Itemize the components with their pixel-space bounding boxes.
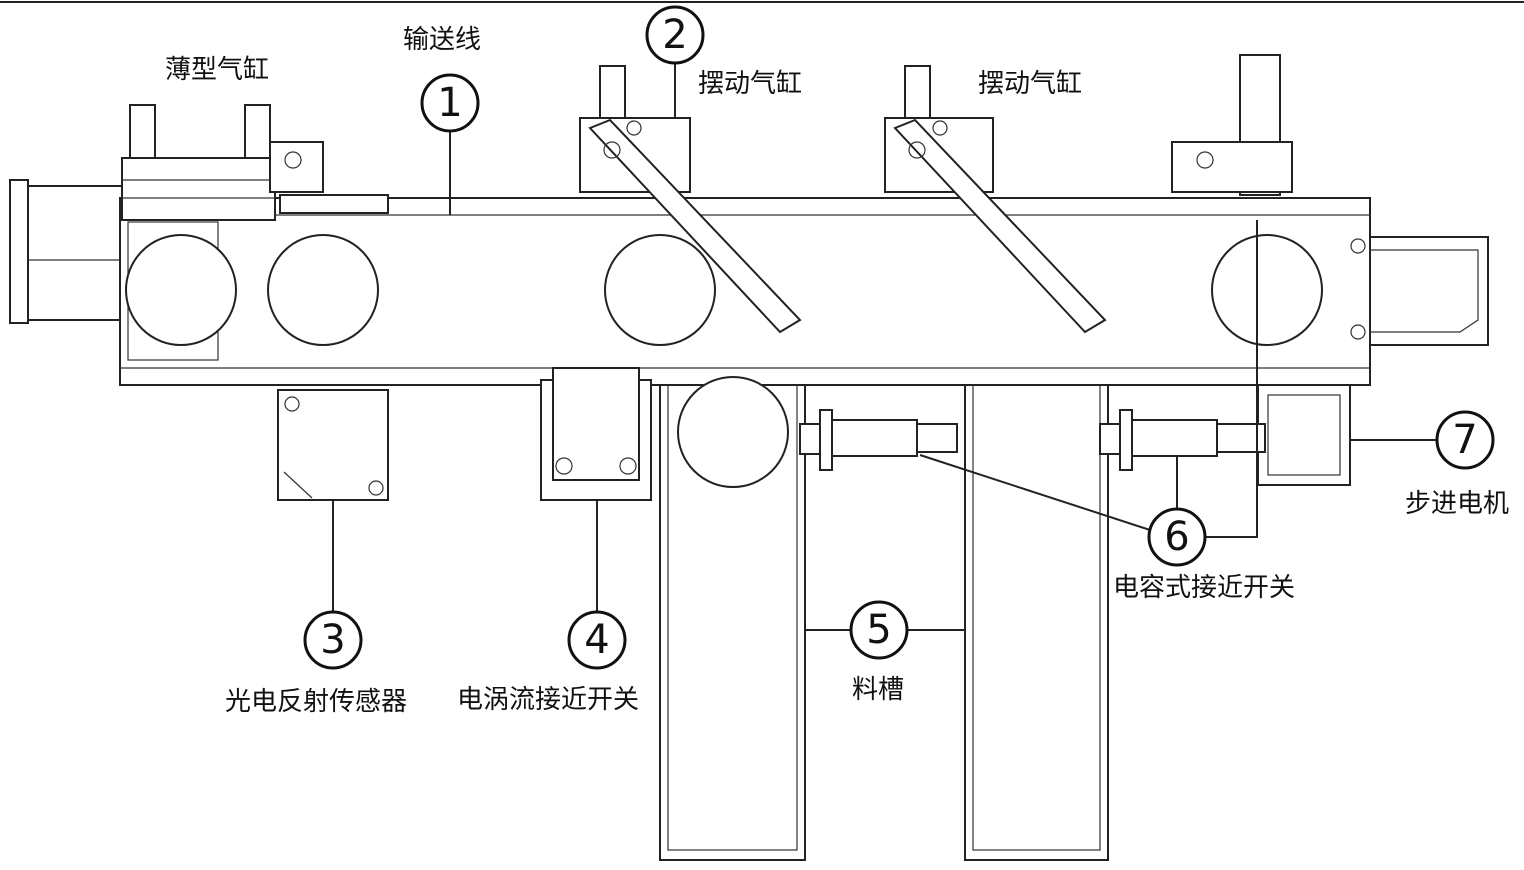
capacitive-switch-1 [799, 409, 958, 471]
thin-cylinder [121, 104, 324, 221]
eddy-current-switch [540, 367, 652, 501]
callout-2: 2 [645, 5, 705, 65]
stepper-motor [1257, 382, 1351, 486]
callout-6: 6 [1147, 507, 1207, 567]
svg-text:3: 3 [320, 617, 345, 663]
label-conveyor: 输送线 [403, 25, 481, 55]
leader-lines [332, 63, 1437, 631]
photoelectric-sensor [277, 389, 389, 501]
right-end-bracket [1350, 236, 1489, 346]
label-stepper-motor: 步进电机 [1405, 489, 1509, 519]
callout-3: 3 [303, 610, 363, 670]
callout-5: 5 [849, 600, 909, 660]
svg-text:6: 6 [1164, 514, 1189, 560]
label-eddy-switch: 电涡流接近开关 [457, 685, 639, 715]
label-photo-sensor: 光电反射传感器 [225, 687, 407, 717]
workpiece [267, 234, 379, 346]
label-capacitive-switch: 电容式接近开关 [1113, 573, 1295, 603]
label-thin-cylinder: 薄型气缸 [165, 55, 269, 85]
swing-cylinder-2 [884, 65, 1107, 334]
callout-1: 1 [420, 73, 480, 133]
swing-cylinder-1 [579, 65, 802, 334]
right-post [1171, 54, 1293, 196]
label-swing-cylinder-2: 摆动气缸 [978, 69, 1082, 99]
svg-text:5: 5 [866, 607, 891, 653]
workpiece [604, 234, 716, 346]
svg-text:4: 4 [584, 617, 609, 663]
svg-text:7: 7 [1452, 417, 1477, 463]
label-swing-cylinder-1: 摆动气缸 [698, 69, 802, 99]
workpiece [125, 234, 237, 346]
svg-text:2: 2 [662, 12, 687, 58]
label-trough: 料槽 [852, 675, 904, 705]
workpiece-in-trough [677, 376, 789, 488]
svg-text:1: 1 [437, 80, 462, 126]
workpiece [1211, 234, 1323, 346]
trough-right [964, 367, 1109, 861]
callout-4: 4 [567, 610, 627, 670]
left-drive-motor [9, 179, 123, 324]
capacitive-switch-2 [1099, 409, 1266, 471]
callout-7: 7 [1435, 410, 1495, 470]
